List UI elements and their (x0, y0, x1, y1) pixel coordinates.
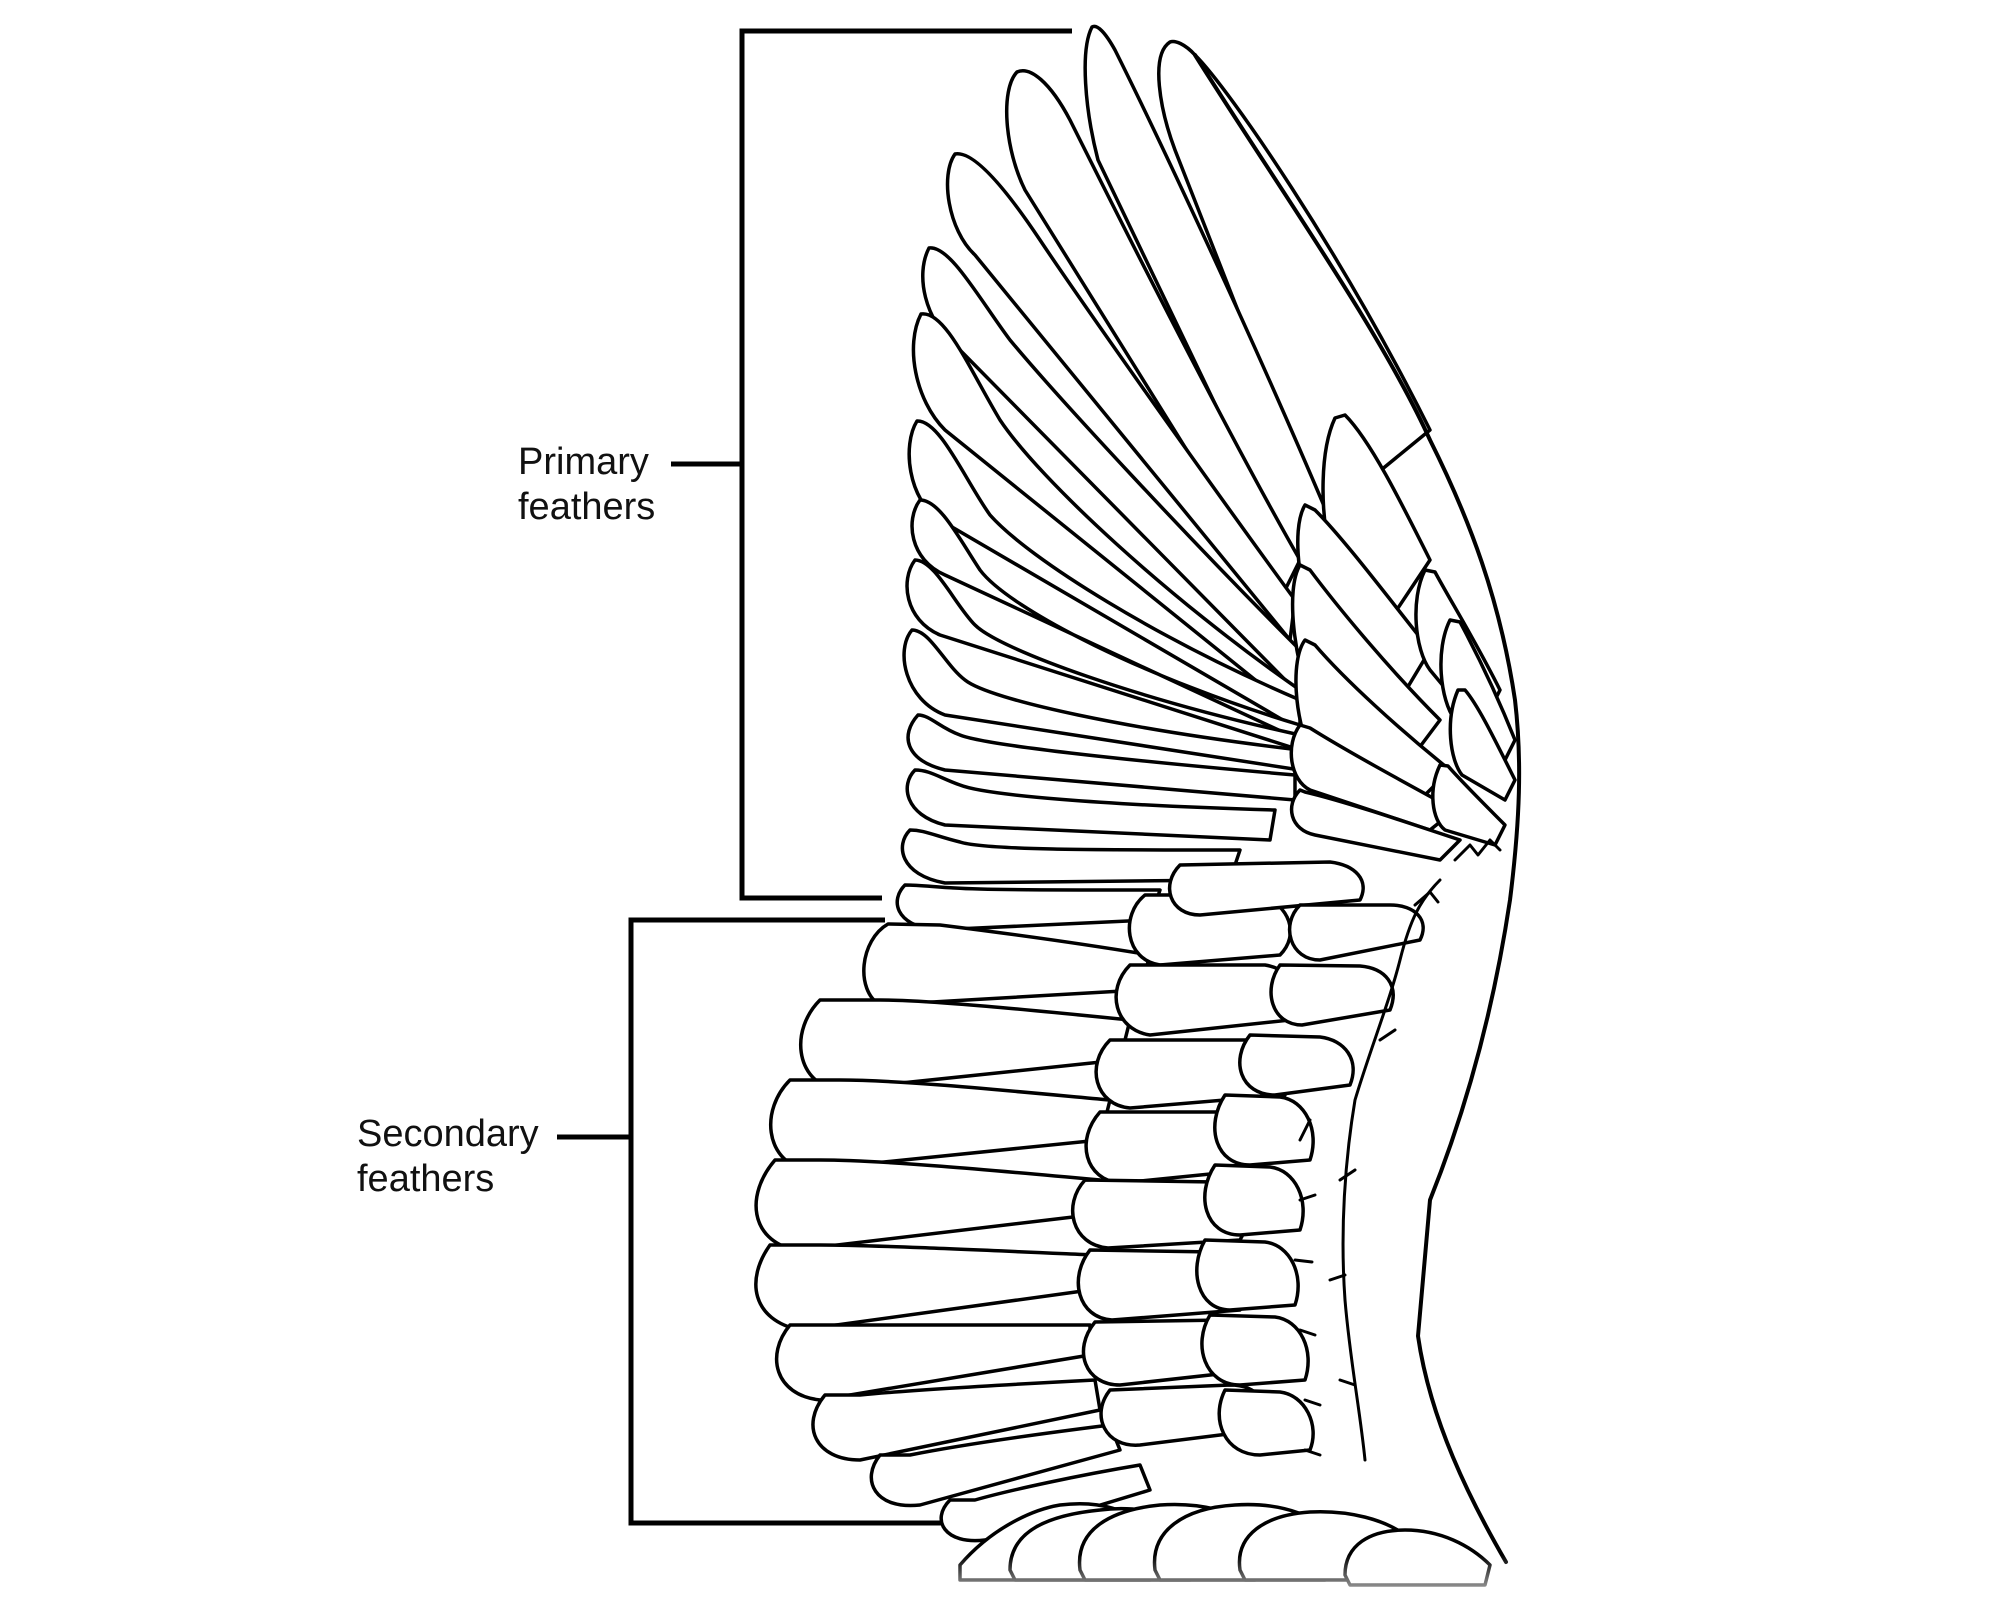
primary-feathers (895, 24, 1432, 932)
secondary-feathers (754, 922, 1152, 1543)
wing-leading-edge (1193, 53, 1522, 1564)
wing-illustration (754, 24, 1550, 1612)
secondary-feathers-label: Secondary feathers (357, 1112, 539, 1202)
secondary-label-line1: Secondary (357, 1113, 539, 1155)
primary-bracket (671, 28, 1072, 901)
marginal-coverts (1293, 838, 1502, 1462)
primary-feathers-label: Primary feathers (518, 440, 655, 530)
primary-label-line1: Primary (518, 441, 649, 483)
primary-coverts (1289, 413, 1517, 862)
primary-label-line2: feathers (518, 486, 656, 528)
secondary-label-line2: feathers (357, 1158, 495, 1200)
secondary-bracket (557, 917, 964, 1526)
secondary-coverts (1070, 860, 1425, 1457)
bottom-fade (900, 1555, 1550, 1612)
